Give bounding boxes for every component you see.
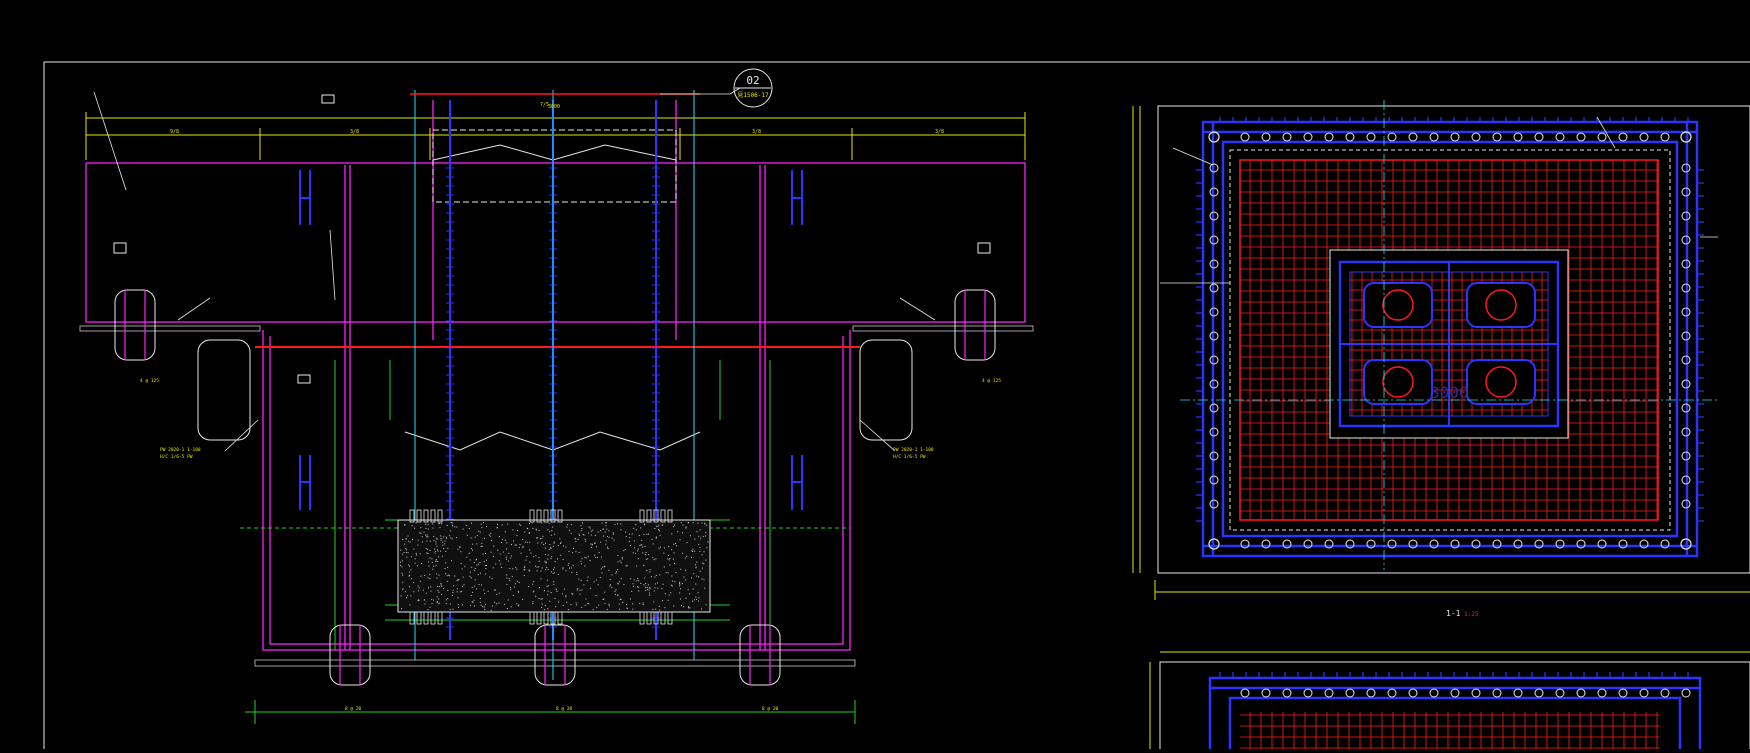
svg-text:PW 2020-1 1-100: PW 2020-1 1-100 (160, 447, 201, 453)
callout-number: 02 (746, 74, 759, 87)
anchor-bolt-groups (409, 509, 673, 625)
inner-watermark: 3000 (1430, 383, 1469, 402)
pile-cap-outline (85, 100, 1026, 651)
svg-text:PW 2020-1 1-100: PW 2020-1 1-100 (893, 447, 934, 453)
plan-scale-label: 1:25 (1464, 611, 1479, 618)
mesh-dashed-border (1229, 149, 1671, 531)
mesh-border (1239, 159, 1659, 521)
svg-text:8 @ 20: 8 @ 20 (762, 706, 779, 712)
svg-text:3/8: 3/8 (935, 129, 944, 135)
svg-text:9/8: 9/8 (170, 129, 179, 135)
concrete-speckle (400, 522, 709, 611)
concrete-infill (397, 519, 711, 613)
foundation-section-view: 9/8 3/8 7/5 3/8 3/8 (79, 68, 1034, 724)
plan-leaders (1160, 116, 1718, 284)
svg-text:4 @ 125: 4 @ 125 (140, 378, 159, 384)
plan-section-label: 1-1 (1446, 609, 1461, 618)
ground-lines (79, 325, 1034, 667)
svg-text:7/5: 7/5 (540, 102, 549, 108)
svg-text:H/C 1/6-5 PW: H/C 1/6-5 PW (893, 454, 926, 460)
pile-rebar (124, 290, 986, 685)
piles (114, 289, 996, 686)
edge-ticks (1196, 117, 1704, 522)
sheet-border (43, 61, 1750, 749)
plan-beam-frame (1201, 120, 1699, 558)
top-dimension-texts: 9/8 3/8 7/5 3/8 3/8 (170, 102, 944, 135)
top-dimension-chain (85, 112, 1026, 160)
plan-centerlines (1180, 100, 1720, 570)
plan-outline (1157, 105, 1750, 574)
annotation-texts: PW 2020-1 1-100 H/C 1/6-5 PW PW 2020-1 1… (140, 378, 1001, 712)
svg-text:4 @ 125: 4 @ 125 (982, 378, 1001, 384)
spacer-label: 3000 (548, 104, 560, 110)
svg-text:8 @ 20: 8 @ 20 (345, 706, 362, 712)
central-column-base: 3000 (1329, 249, 1569, 439)
callout-sheet: 見1506-17 (737, 92, 769, 99)
leader-lines (93, 87, 936, 452)
dashed-column-outline (432, 129, 677, 203)
bolt-holes (1208, 131, 1692, 550)
pile-cap-plan-view-lower (1149, 651, 1750, 753)
svg-text:H/C 1/6-5 PW: H/C 1/6-5 PW (160, 454, 193, 460)
pile-cap-plan-view: 3000 1-1 1:25 (1132, 100, 1750, 618)
embedded-steel-sections (299, 170, 803, 510)
svg-text:3/8: 3/8 (752, 129, 761, 135)
svg-text:8 @ 20: 8 @ 20 (556, 706, 573, 712)
detail-callout[interactable]: 02 見1506-17 (733, 68, 773, 108)
svg-text:3/8: 3/8 (350, 129, 359, 135)
small-symbol-boxes (113, 94, 991, 384)
